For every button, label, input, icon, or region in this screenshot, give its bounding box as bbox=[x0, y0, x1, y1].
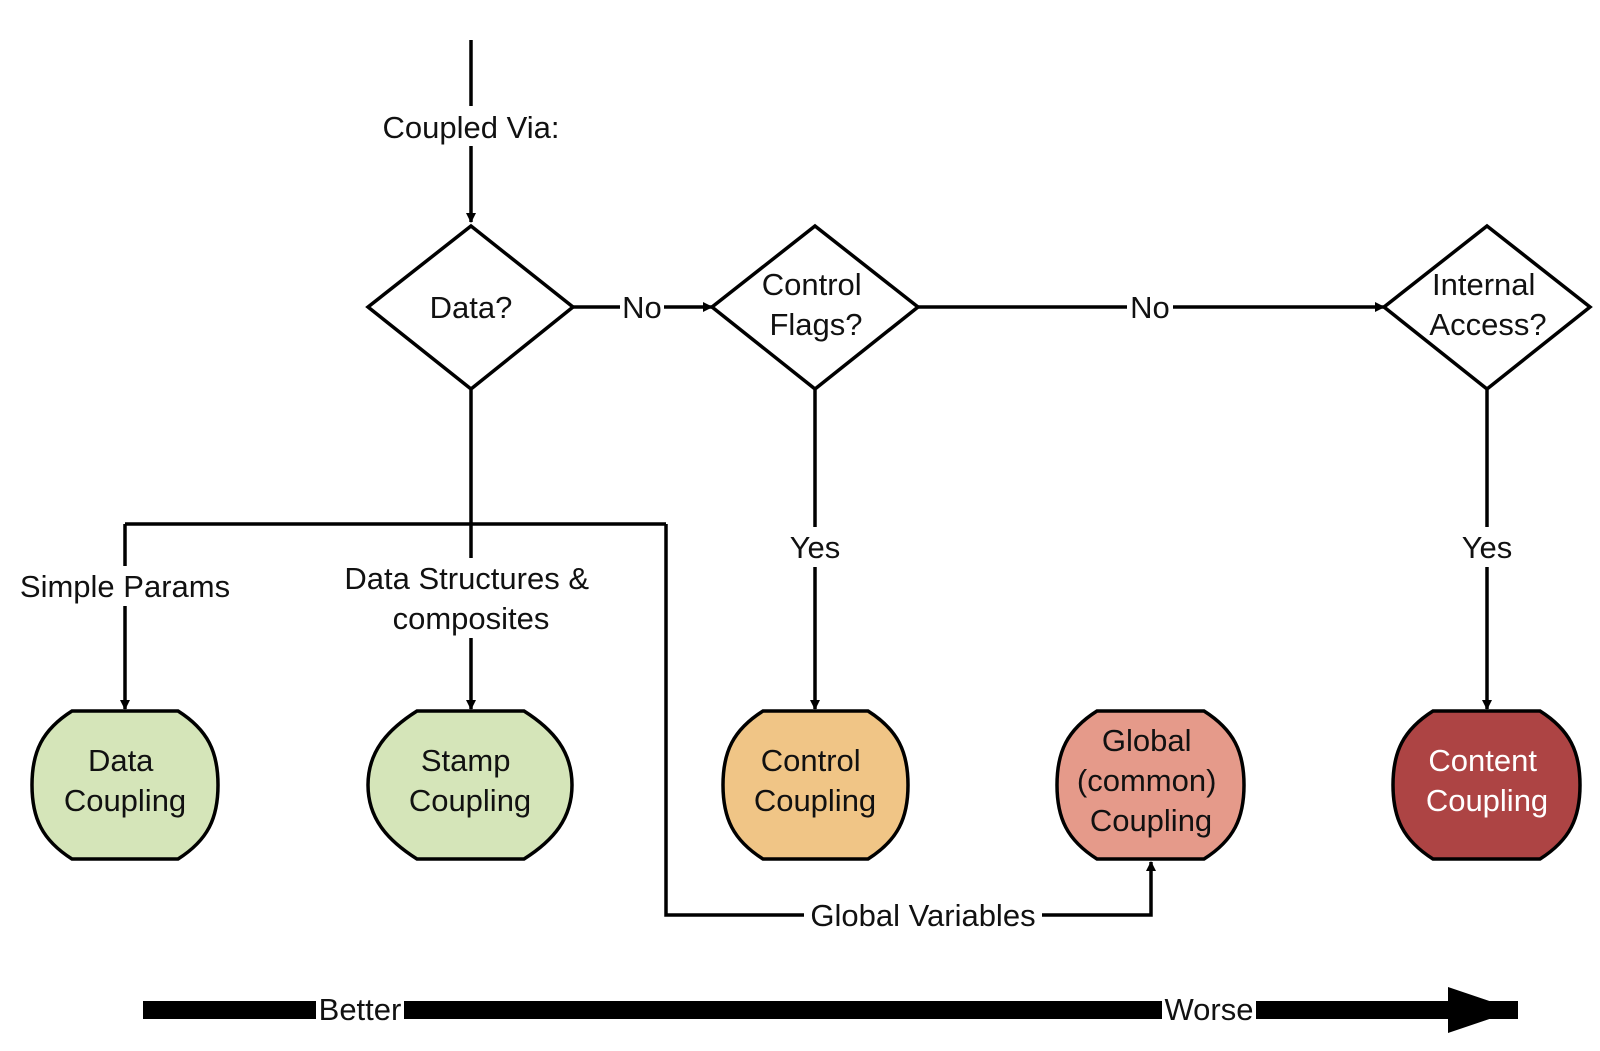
better-label: Better bbox=[319, 992, 402, 1027]
outcome-global-shape bbox=[1055, 709, 1246, 861]
decision-data: Data? bbox=[365, 223, 576, 392]
coupled-via-label: Coupled Via: bbox=[383, 110, 560, 145]
decision-internal-line: Internal bbox=[1432, 267, 1535, 302]
decision-internal-line: Access? bbox=[1429, 307, 1546, 342]
decision-internal-access: Internal Access? bbox=[1381, 223, 1593, 392]
outcome-stamp-line: Stamp bbox=[421, 743, 511, 778]
edge-labels: Coupled Via: No No Yes Yes Simple Params… bbox=[8, 106, 1518, 936]
global-variables-label: Global Variables bbox=[810, 898, 1035, 933]
better-label-bg bbox=[316, 988, 404, 1032]
outcome-control-shape bbox=[721, 709, 910, 861]
outcome-content-coupling: Content Coupling bbox=[1391, 709, 1582, 861]
data-no-label-bg bbox=[620, 287, 664, 327]
decision-control-line: Flags? bbox=[769, 307, 862, 342]
internal-yes-label-bg bbox=[1456, 527, 1518, 567]
outcome-global-line: (common) bbox=[1077, 763, 1217, 798]
control-yes-label-bg bbox=[784, 527, 846, 567]
data-no-label: No bbox=[622, 290, 662, 325]
decision-control-shape bbox=[709, 223, 921, 392]
outcome-content-line: Coupling bbox=[1426, 783, 1548, 818]
entry-label-bg bbox=[370, 106, 572, 146]
outcome-stamp-line: Coupling bbox=[409, 783, 531, 818]
outcome-control-line: Control bbox=[761, 743, 861, 778]
control-no-label-bg bbox=[1127, 287, 1173, 327]
control-yes-label: Yes bbox=[790, 530, 841, 565]
outcome-data-coupling: Data Coupling bbox=[30, 709, 220, 861]
outcome-global-text: Global (common) Coupling bbox=[1077, 723, 1225, 838]
simple-params-label-bg bbox=[8, 566, 242, 606]
worse-label-bg bbox=[1162, 988, 1256, 1032]
decision-control-flags: Control Flags? bbox=[709, 223, 921, 392]
outcome-content-shape bbox=[1391, 709, 1582, 861]
outcome-content-text: Content Coupling bbox=[1426, 743, 1548, 818]
data-structures-line: Data Structures & bbox=[344, 561, 589, 596]
outcome-global-line: Global bbox=[1102, 723, 1192, 758]
data-structures-line: composites bbox=[393, 601, 550, 636]
decision-control-line: Control bbox=[762, 267, 862, 302]
outcome-stamp-text: Stamp Coupling bbox=[409, 743, 531, 818]
internal-yes-label: Yes bbox=[1462, 530, 1513, 565]
scale-arrowhead bbox=[1448, 987, 1516, 1033]
decision-internal-shape bbox=[1381, 223, 1593, 392]
data-structures-label-bg bbox=[333, 558, 611, 638]
outcome-data-shape bbox=[30, 709, 220, 861]
global-variables-connector bbox=[664, 524, 1156, 917]
outcome-control-coupling: Control Coupling bbox=[721, 709, 910, 861]
decision-data-line: Data? bbox=[430, 290, 513, 325]
decision-data-shape bbox=[365, 223, 576, 392]
data-structures-label: Data Structures & composites bbox=[344, 561, 597, 636]
decision-control-text: Control Flags? bbox=[762, 267, 871, 342]
global-variables-label-bg bbox=[804, 896, 1042, 936]
outcome-global-line: Coupling bbox=[1090, 803, 1212, 838]
control-no-label: No bbox=[1130, 290, 1170, 325]
outcome-global-coupling: Global (common) Coupling bbox=[1055, 709, 1246, 861]
worse-label: Worse bbox=[1164, 992, 1253, 1027]
decision-data-text: Data? bbox=[430, 290, 513, 325]
decision-internal-text: Internal Access? bbox=[1429, 267, 1546, 342]
outcome-stamp-shape bbox=[366, 709, 574, 861]
outcome-data-line: Coupling bbox=[64, 783, 186, 818]
outcome-control-text: Control Coupling bbox=[754, 743, 876, 818]
simple-params-label: Simple Params bbox=[20, 569, 230, 604]
outcome-data-text: Data Coupling bbox=[64, 743, 186, 818]
better-worse-scale: Better Worse bbox=[143, 987, 1518, 1033]
outcome-content-line: Content bbox=[1428, 743, 1537, 778]
outcome-data-line: Data bbox=[88, 743, 154, 778]
outcome-control-line: Coupling bbox=[754, 783, 876, 818]
outcome-stamp-coupling: Stamp Coupling bbox=[366, 709, 574, 861]
